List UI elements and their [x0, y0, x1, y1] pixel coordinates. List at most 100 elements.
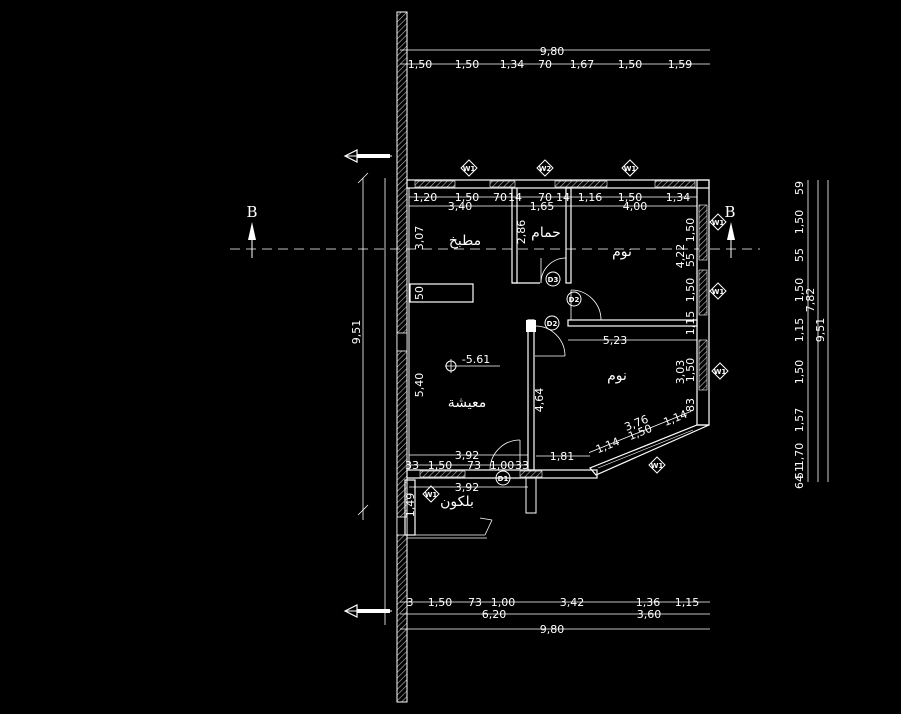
- dim-in-top-row1-5: 70: [538, 191, 552, 204]
- right-dimensions: 59 1,50 55 1,50 1,15 1,50 1,57 1,70 51 6…: [793, 180, 829, 489]
- dim-in-top-row1-2: 1,50: [455, 191, 480, 204]
- column: [526, 320, 536, 332]
- dim-corridor-height: 4,64: [533, 388, 546, 413]
- dim-r-in-1: 1,50: [684, 218, 697, 243]
- balcony: [404, 477, 537, 539]
- dim-r-10: 64: [793, 475, 806, 489]
- section-mark-right: B: [724, 203, 735, 221]
- dim-diag-1: 1,14: [594, 435, 622, 456]
- svg-text:W1: W1: [714, 368, 727, 376]
- dim-r-8: 1,70: [793, 443, 806, 468]
- balcony-column: [525, 477, 537, 514]
- dim-right-wall: 1,81: [550, 450, 575, 463]
- dim-bed2-height: 3,03: [674, 360, 687, 385]
- tag-w2-top: W2: [536, 159, 554, 177]
- tag-w1-top-1: W1: [460, 159, 478, 177]
- dim-r-sub: 7,82: [804, 288, 817, 313]
- window-bottom-2: [519, 470, 543, 478]
- section-mark-left: B: [246, 203, 257, 221]
- window-right-2: [698, 269, 708, 316]
- left-dimension: 9,51: [350, 172, 386, 625]
- dim-top-total: 9,80: [540, 45, 565, 58]
- dim-bot-4: 1,00: [491, 596, 516, 609]
- window-right-1: [698, 204, 708, 261]
- svg-text:D1: D1: [498, 475, 509, 483]
- tag-d1: D1: [495, 470, 511, 486]
- window-top-1: [414, 180, 456, 188]
- dim-in-top-row2-3: 4,00: [623, 200, 648, 213]
- dim-in-top-row2-2: 1,65: [530, 200, 555, 213]
- dim-in-top-row2-1: 3,40: [448, 200, 473, 213]
- boundary-opening-2: [396, 516, 408, 536]
- svg-text:W1: W1: [463, 165, 476, 173]
- dim-in-top-row1-4: 14: [508, 191, 522, 204]
- dim-counter: 50: [413, 286, 426, 300]
- dim-r-9: 51: [793, 465, 806, 479]
- dim-top-3: 1,34: [500, 58, 525, 71]
- level-marker: -5.61: [445, 353, 500, 373]
- top-dimensions: 9,80 1,50 1,50 1,34 70 1,67 1,50 1,59: [400, 45, 710, 71]
- dim-bath-height: 2,86: [515, 220, 528, 245]
- svg-text:W1: W1: [712, 219, 725, 227]
- dim-in-bot-1: 33: [405, 459, 419, 472]
- svg-text:W2: W2: [539, 165, 552, 173]
- dim-in-top-row1-6: 14: [556, 191, 570, 204]
- dim-r-total: 9,51: [814, 318, 827, 343]
- dim-bot-7: 1,15: [675, 596, 700, 609]
- dim-bot-total: 9,80: [540, 623, 565, 636]
- svg-text:D2: D2: [569, 296, 580, 304]
- window-top-3: [554, 180, 608, 188]
- dim-in-top-row1-7: 1,16: [578, 191, 603, 204]
- svg-text:W1: W1: [712, 288, 725, 296]
- tag-w1-right-3: W1: [711, 362, 729, 380]
- level-value: -5.61: [462, 353, 490, 366]
- dim-kitchen-height: 3,07: [413, 226, 426, 251]
- dim-bot-1: 3: [407, 596, 414, 609]
- dim-r-4: 1,50: [793, 278, 806, 303]
- boundary-wall: [396, 11, 408, 703]
- dim-bot-sub-1: 6,20: [482, 608, 507, 621]
- elevation-arrow-top: [343, 149, 392, 163]
- dim-bot-6: 1,36: [636, 596, 661, 609]
- dim-r-1: 59: [793, 181, 806, 195]
- building-walls: [406, 179, 710, 479]
- dim-top-5: 1,67: [570, 58, 595, 71]
- room-label-bedroom-2: نوم: [607, 368, 627, 384]
- dim-r-in-6: 83: [684, 398, 697, 412]
- dim-balcony-width: 3,92: [455, 481, 480, 494]
- svg-text:D2: D2: [547, 320, 558, 328]
- window-top-4: [654, 180, 696, 188]
- dim-in-bot-4: 1,00: [490, 459, 515, 472]
- dim-r-in-3: 1,50: [684, 278, 697, 303]
- tag-d2-lower: D2: [544, 315, 560, 331]
- dim-bot-sub-2: 3,60: [637, 608, 662, 621]
- dim-in-top-row1-8: 1,50: [618, 191, 643, 204]
- section-line: B B: [230, 203, 760, 258]
- tag-d2-upper: D2: [566, 291, 582, 307]
- dim-balcony-depth: 1,49: [404, 493, 417, 518]
- tag-w1-top-2: W1: [621, 159, 639, 177]
- dim-bed1-height: 4,22: [674, 244, 687, 269]
- dim-diag-3: 1,14: [662, 408, 690, 429]
- elevation-arrow-bottom: [343, 604, 392, 618]
- dim-top-2: 1,50: [455, 58, 480, 71]
- svg-text:W1: W1: [651, 462, 664, 470]
- dim-r-in-4: 1,15: [684, 311, 697, 336]
- dim-bot-2: 1,50: [428, 596, 453, 609]
- tag-w1-right-2: W1: [709, 282, 727, 300]
- tag-w1-right-1: W1: [709, 213, 727, 231]
- room-label-kitchen: مطبخ: [449, 233, 481, 249]
- window-top-2: [489, 180, 516, 188]
- dim-in-top-row1-1: 1,20: [413, 191, 438, 204]
- dim-living-width: 3,92: [455, 449, 480, 462]
- dim-bed-width: 5,23: [603, 334, 628, 347]
- svg-text:W1: W1: [425, 491, 438, 499]
- room-label-bedroom-1: نوم: [612, 244, 632, 260]
- tag-w1-balcony: W1: [422, 485, 440, 503]
- dim-r-7: 1,57: [793, 408, 806, 433]
- dim-in-bot-5: 33: [515, 459, 529, 472]
- dim-top-7: 1,59: [668, 58, 693, 71]
- dim-top-1: 1,50: [408, 58, 433, 71]
- dim-top-4: 70: [538, 58, 552, 71]
